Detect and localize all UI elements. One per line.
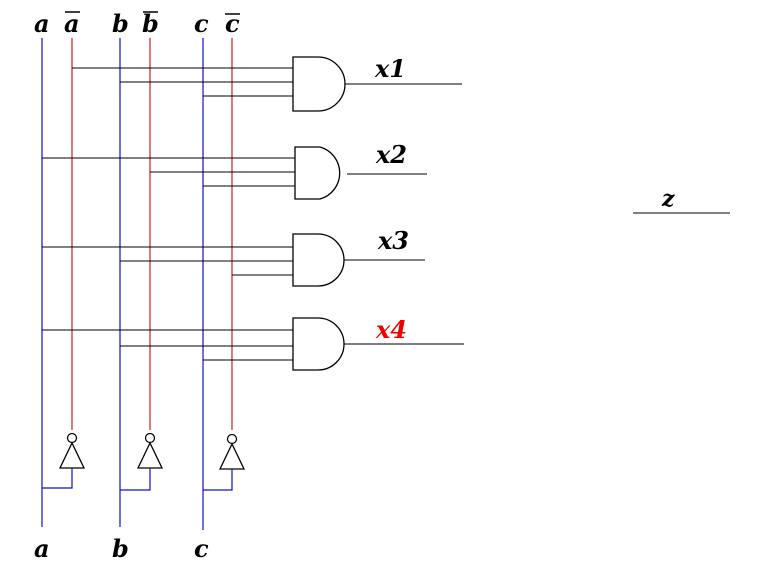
bottom-labels: a b c bbox=[34, 534, 209, 563]
not-gate-a bbox=[42, 432, 86, 489]
label-b-top: b bbox=[112, 9, 129, 38]
and-gate-x4: x4 bbox=[292, 315, 464, 371]
label-c-top: c bbox=[194, 9, 209, 38]
output-label-x2: x2 bbox=[375, 140, 407, 169]
top-labels: a a b b c c bbox=[34, 9, 240, 38]
label-a-top: a bbox=[34, 9, 50, 38]
and-gate-x2: x2 bbox=[294, 140, 427, 200]
label-b-bar-top: b bbox=[142, 9, 159, 38]
gate-input-wires bbox=[42, 67, 295, 361]
output-z: z bbox=[633, 186, 730, 214]
label-c-bar-top: c bbox=[225, 9, 240, 38]
label-c-bottom: c bbox=[194, 534, 209, 563]
label-a-bar-top: a bbox=[64, 9, 80, 38]
label-b-bottom: b bbox=[112, 534, 129, 563]
not-gate-c bbox=[203, 433, 246, 491]
label-a-bottom: a bbox=[34, 534, 50, 563]
output-label-z: z bbox=[661, 186, 675, 212]
and-gate-x1: x1 bbox=[292, 54, 462, 112]
and-gate-x3: x3 bbox=[292, 226, 425, 287]
input-rails bbox=[41, 38, 233, 530]
not-gate-b bbox=[120, 432, 164, 491]
output-label-x4: x4 bbox=[375, 315, 407, 344]
output-label-x1: x1 bbox=[374, 54, 406, 83]
output-label-x3: x3 bbox=[377, 226, 409, 255]
